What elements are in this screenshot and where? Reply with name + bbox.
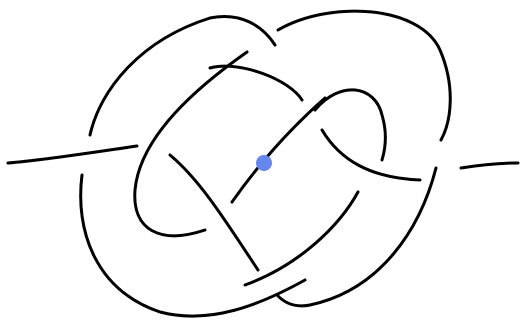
- inner-right-arc: [315, 90, 385, 160]
- inner-left-arc: [135, 52, 247, 236]
- left-tail-strand: [8, 146, 137, 163]
- big-left-loop-lower: [81, 175, 305, 316]
- center-lower-diagonal: [245, 192, 358, 285]
- big-right-loop-lower: [278, 168, 436, 306]
- inner-lower-right-arc: [322, 130, 420, 180]
- center-cross-strand: [170, 155, 258, 270]
- center-diagonal-strand: [232, 98, 325, 202]
- big-right-loop-upper: [278, 11, 450, 140]
- right-tail-strand: [461, 163, 518, 168]
- inner-upper-arc: [210, 66, 302, 100]
- base-point-dot: [256, 155, 272, 171]
- big-left-loop-upper: [90, 17, 275, 135]
